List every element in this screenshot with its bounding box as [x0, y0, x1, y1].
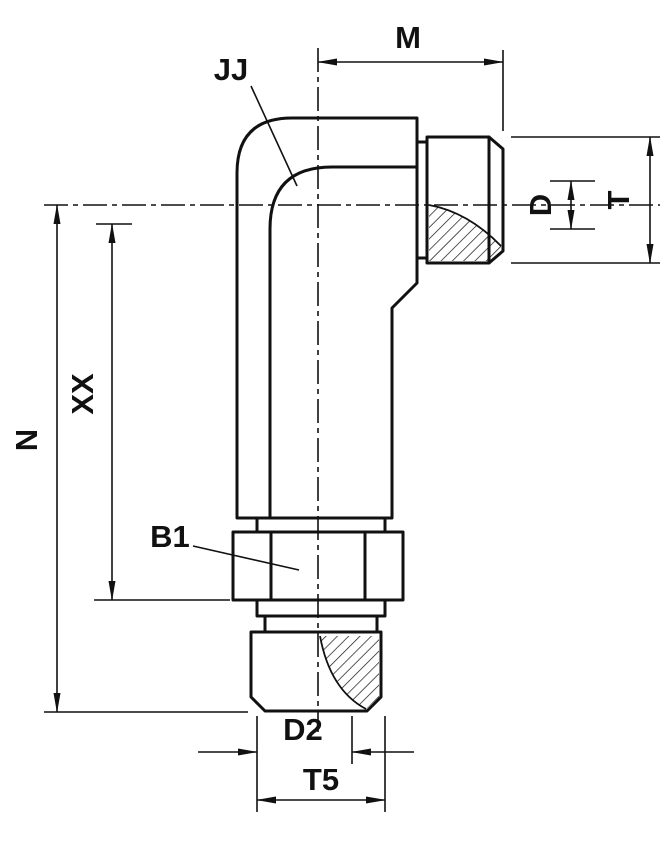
- dim-label-jj: JJ: [214, 52, 248, 87]
- dim-label-d2: D2: [283, 712, 323, 747]
- lower-washer-outline: [255, 598, 387, 618]
- dim-label-m: M: [395, 20, 421, 55]
- upper-washer-outline: [255, 516, 387, 534]
- bottom-port-section-boundary-arc: [319, 635, 367, 710]
- dim-label-n: N: [9, 429, 44, 451]
- hex-nut-flat-lines: [269, 530, 367, 602]
- dim-label-xx: XX: [65, 373, 100, 415]
- seal-neck-outline: [263, 614, 379, 634]
- elbow-body-outline: [235, 116, 419, 520]
- dim-label-d: D: [523, 194, 558, 216]
- section-hatching: [319, 204, 502, 710]
- centerlines: [44, 48, 660, 732]
- leader-lines: [192, 85, 300, 571]
- side-port-section-hatch: [429, 205, 501, 261]
- bottom-port-stud-outline: [249, 630, 383, 713]
- dim-label-b1: B1: [150, 519, 190, 554]
- hex-nut-outline: [231, 530, 405, 602]
- dimension-labels: M JJ D T XX N B1 D2 T5: [9, 20, 636, 797]
- dim-label-t5: T5: [303, 762, 339, 797]
- side-port-undercut-groove: [415, 140, 429, 260]
- bottom-port-section-hatch: [320, 636, 379, 709]
- part-geometry: [231, 116, 505, 713]
- dim-label-t: T: [601, 190, 636, 209]
- elbow-inner-bend-contour: [268, 165, 419, 520]
- leader-line-b1: [192, 545, 300, 571]
- side-port-section-boundary-arc: [428, 204, 502, 247]
- leader-line-jj: [250, 85, 298, 187]
- dimension-lines: [53, 58, 654, 804]
